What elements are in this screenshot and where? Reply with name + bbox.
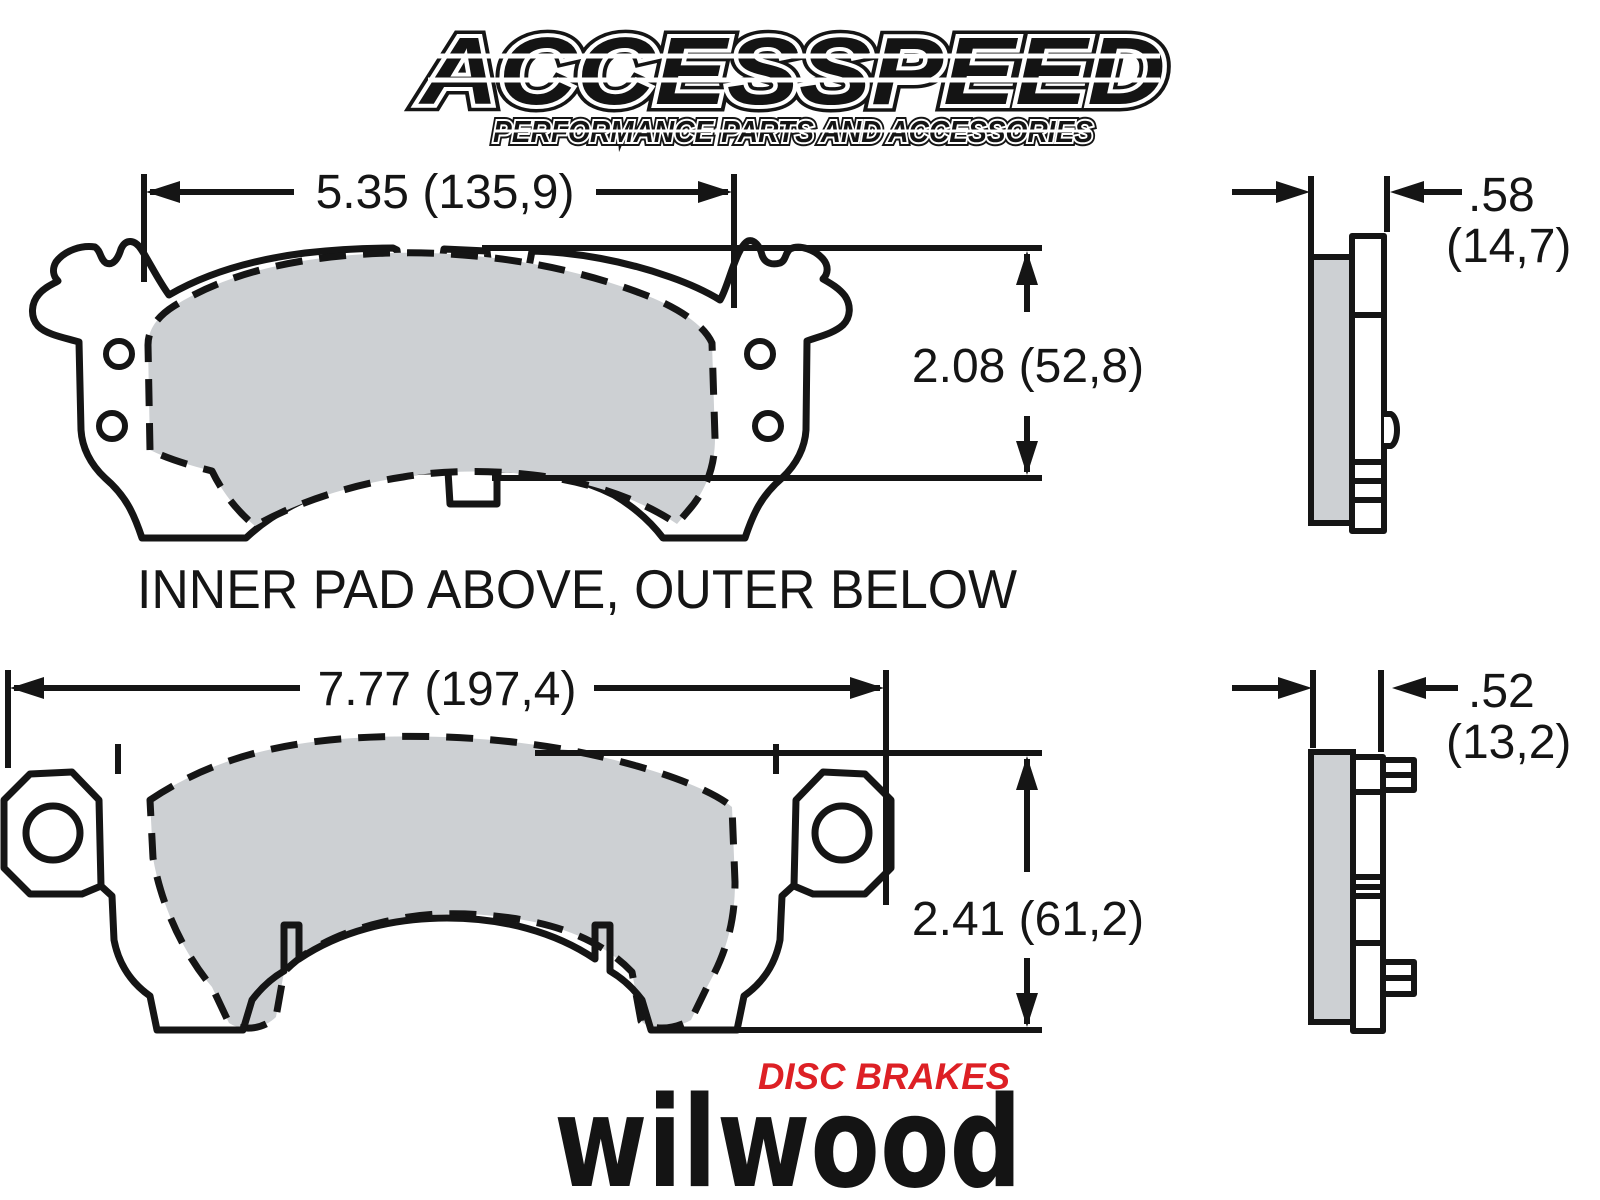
inner-pad-rivet-hole <box>744 338 776 370</box>
outer-pad-friction-material <box>146 732 739 1032</box>
outer-thickness-label: .52 <box>1468 665 1535 718</box>
outer-pad-mount-hole <box>811 802 873 864</box>
disc-brakes-text: DISC BRAKES <box>758 1056 1010 1097</box>
inner-thickness-metric-label: (14,7) <box>1446 220 1571 273</box>
arrowhead-right <box>1278 677 1312 699</box>
arrowhead-left <box>1392 677 1426 699</box>
inner-pad-drawing <box>29 237 853 542</box>
accesspeed-logo-text: ACCESSPEED <box>418 18 1165 125</box>
inner-pad-side-view: .58 (14,7) <box>1232 169 1571 534</box>
wilwood-logo: DISC BRAKES wilwood <box>554 1056 1022 1200</box>
inner-width-label: 5.35 (135,9) <box>316 166 575 219</box>
arrowhead-left <box>1390 181 1424 203</box>
outer-pad-drawing <box>0 732 895 1034</box>
outer-width-dimension: 7.77 (197,4) <box>5 663 889 905</box>
arrowhead-right <box>1276 181 1310 203</box>
backplate-tab <box>1384 411 1400 449</box>
accesspeed-logo: ACCESSPEED ACCESSPEED ACCESSPEED PERFORM… <box>411 11 1173 154</box>
outer-height-label: 2.41 (61,2) <box>912 893 1144 946</box>
outer-pad-side-view: .52 (13,2) <box>1232 665 1571 1034</box>
outer-thickness-metric-label: (13,2) <box>1446 716 1571 769</box>
inner-height-label: 2.08 (52,8) <box>912 340 1144 393</box>
arrowhead-up <box>1016 756 1038 790</box>
outer-height-dimension: 2.41 (61,2) <box>535 750 1144 1033</box>
inner-thickness-label: .58 <box>1468 169 1535 222</box>
inner-pad-side-backplate <box>1349 233 1387 534</box>
arrowhead-down <box>1016 441 1038 475</box>
inner-width-dimension: 5.35 (135,9) <box>141 166 737 308</box>
arrowhead-left <box>146 181 180 203</box>
inner-pad-friction-material <box>144 249 719 530</box>
wilwood-text: wilwood <box>554 1069 1022 1200</box>
inner-height-dimension: 2.08 (52,8) <box>482 245 1144 481</box>
inner-pad-rivet-hole <box>103 338 135 370</box>
outer-pad-side-friction <box>1308 749 1356 1025</box>
accesspeed-logo-outline: ACCESSPEED <box>418 18 1165 125</box>
arrowhead-down <box>1016 993 1038 1027</box>
arrowhead-right <box>698 181 732 203</box>
arrowhead-up <box>1016 251 1038 285</box>
arrowhead-left <box>10 677 44 699</box>
inner-pad-side-friction <box>1308 254 1355 526</box>
inner-pad-rivet-hole <box>752 410 784 442</box>
arrowhead-right <box>850 677 884 699</box>
accesspeed-logo-halo: ACCESSPEED <box>418 18 1165 125</box>
outer-pad-backing-plate <box>97 882 797 1034</box>
outer-pad-mount-hole <box>22 802 84 864</box>
inner-pad-rivet-hole <box>96 410 128 442</box>
pad-orientation-caption: INNER PAD ABOVE, OUTER BELOW <box>137 558 1017 620</box>
outer-width-label: 7.77 (197,4) <box>318 663 577 716</box>
